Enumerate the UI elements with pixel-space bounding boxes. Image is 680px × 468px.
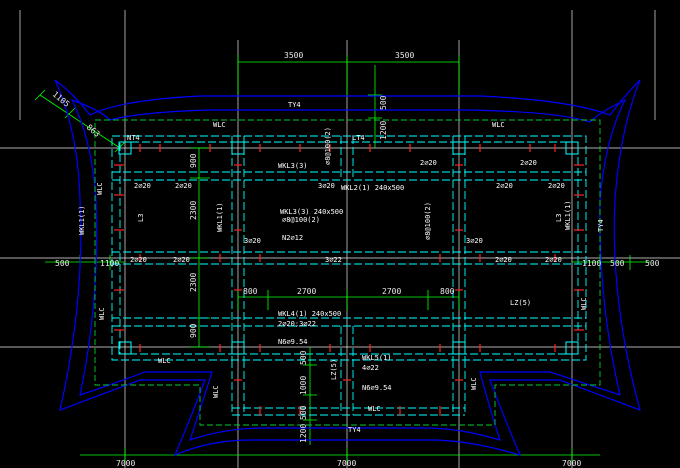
label-rebar-a6: 2⌀20 <box>173 256 190 264</box>
label-wkl-a-right: WKL1(1) <box>564 200 572 230</box>
label-rebar-h2: N6⌀9.54 <box>362 384 392 392</box>
label-rebar-i2: 3⌀20 <box>466 237 483 245</box>
dim-bottom-right: 7000 <box>562 459 581 468</box>
dim-vertical-d: 1200 <box>299 424 308 443</box>
beam-lines <box>111 135 587 416</box>
axis-lines <box>0 10 680 468</box>
dim-vertical-c: 500 <box>299 405 308 420</box>
label-wkl-a: WKL1(1) <box>216 202 224 232</box>
label-rebar-f2: ⌀8@100(2) <box>324 127 332 165</box>
label-rebar-c1: 3⌀22 <box>325 256 342 264</box>
label-rebar-i1: 3⌀20 <box>244 237 261 245</box>
label-wlc-bottom-left: WLC <box>158 357 171 365</box>
label-rebar-a4: 2⌀20 <box>548 182 565 190</box>
label-wkl-e: WKL4(1) 240x500 <box>278 310 341 318</box>
label-n1: NT4 <box>127 134 140 142</box>
dim-vertical-b: 1000 <box>299 376 308 395</box>
label-rebar-a5: 2⌀20 <box>130 256 147 264</box>
dim-lower-bay: 900 <box>189 323 198 338</box>
label-l3-left: L3 <box>137 214 145 222</box>
dim-right-overhang: 1100 <box>582 259 601 268</box>
label-rebar-a7: 2⌀20 <box>495 256 512 264</box>
label-rebar-a2: 2⌀20 <box>175 182 192 190</box>
dim-bottom-left: 7000 <box>116 459 135 468</box>
beam-labels: TY4 TY4 WLC WLC WLC WLC NT4 LT4 WKL3(3) … <box>127 101 565 434</box>
dim-top-right: 3500 <box>395 51 414 60</box>
dim-vertical-a: 500 <box>299 350 308 365</box>
label-rebar-d2: 2⌀20 <box>520 159 537 167</box>
label-wlc-bottom: WLC <box>368 405 381 413</box>
label-rebar-f3: ⌀8@100(2) <box>424 202 432 240</box>
rotated-beam-labels: TY4 WLC WLC WLC WKL1(1) WKL1(1) WKL1(1) … <box>78 127 605 398</box>
label-rebar-j1: 4⌀22 <box>362 364 379 372</box>
label-ty4-top: TY4 <box>288 101 301 109</box>
dim-left-span: 2300 <box>189 201 198 220</box>
dim-mid-left: 2700 <box>297 287 316 296</box>
label-rebar-f1: ⌀8@100(2) <box>282 216 320 224</box>
columns <box>118 141 579 355</box>
label-rebar-e1: N2⌀12 <box>282 234 303 242</box>
dim-upper-v2: 1200 <box>379 121 388 140</box>
dim-upper-v: 500 <box>379 95 388 110</box>
dim-right-edge: 500 <box>610 259 625 268</box>
dim-upper-bay: 900 <box>189 153 198 168</box>
label-n2: LT4 <box>352 134 365 142</box>
label-wlc-top-right: WLC <box>492 121 505 129</box>
label-wlc-lower-left: WLC <box>212 385 220 398</box>
label-ty4-right: TY4 <box>597 219 605 232</box>
label-rebar-a1: 2⌀20 <box>134 182 151 190</box>
dim-bottom-center: 7000 <box>337 459 356 468</box>
rebar-marks <box>114 144 584 416</box>
label-wlc-top-left: WLC <box>213 121 226 129</box>
label-rebar-h1: N6⌀9.54 <box>278 338 308 346</box>
label-wkl-a-left: WKL1(1) <box>78 205 86 235</box>
label-rebar-g1: 2⌀20;3⌀22 <box>278 320 316 328</box>
dim-top-left: 3500 <box>284 51 303 60</box>
dim-left-edge: 500 <box>55 259 70 268</box>
label-l3-right: L3 <box>555 214 563 222</box>
label-rebar-a3: 2⌀20 <box>496 182 513 190</box>
dim-left-offset: 800 <box>243 287 258 296</box>
dim-right-span: 2300 <box>189 273 198 292</box>
label-wlc-left-low: WLC <box>98 307 106 320</box>
label-wkl-f: WKL5(1) <box>362 354 392 362</box>
label-wkl-c: WKL3(3) 240x500 <box>280 208 343 216</box>
eave-line <box>94 119 601 426</box>
label-wlc-right-low: WLC <box>580 297 588 310</box>
label-wkl-b: WKL3(3) <box>278 162 308 170</box>
label-rebar-a8: 2⌀20 <box>545 256 562 264</box>
dimension-texts: 3500 3500 2700 2700 800 800 500 500 1100… <box>55 51 660 468</box>
label-wlc-left: WLC <box>96 182 104 195</box>
dim-right-offset: 800 <box>440 287 455 296</box>
label-lz2: LZ(5) <box>330 359 338 380</box>
dimension-lines <box>34 55 650 462</box>
label-rebar-d1: 2⌀20 <box>420 159 437 167</box>
dim-corner-a: 1105 <box>51 90 72 109</box>
dim-corner-b: 863 <box>85 123 102 139</box>
label-wkl-d: WKL2(1) 240x500 <box>341 184 404 192</box>
dim-left-overhang: 1100 <box>100 259 119 268</box>
label-ty4-bottom: TY4 <box>348 426 361 434</box>
label-wlc-lower-right: WLC <box>470 377 478 390</box>
label-rebar-b1: 3⌀20 <box>318 182 335 190</box>
dim-right-edge-far: 500 <box>645 259 660 268</box>
roof-outline <box>54 79 641 457</box>
dim-mid-right: 2700 <box>382 287 401 296</box>
label-lz: LZ(5) <box>510 299 531 307</box>
